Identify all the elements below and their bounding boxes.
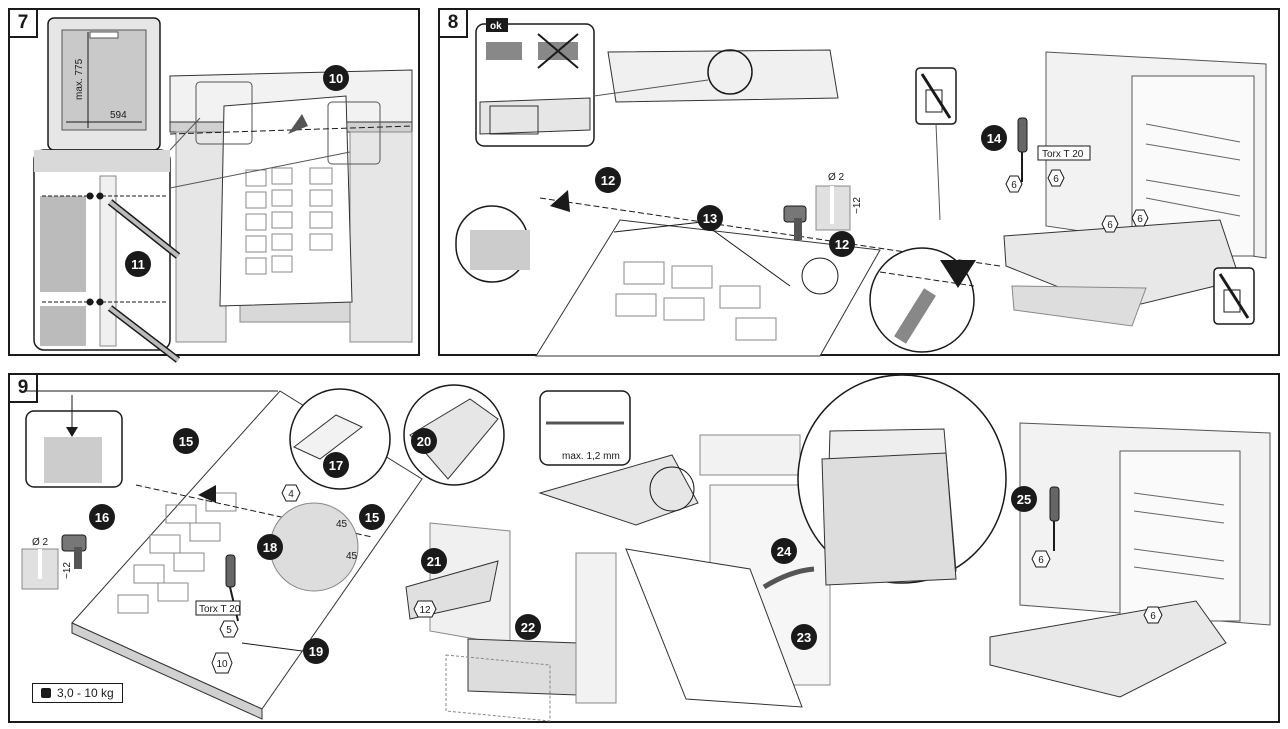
callout-18: 18: [257, 534, 283, 560]
callout-11: 11: [125, 251, 151, 277]
max-gap-label: max. 1,2 mm: [562, 451, 620, 462]
svg-text:22: 22: [521, 620, 535, 635]
callout-13: 13: [697, 205, 723, 231]
callout-15: 15: [173, 428, 199, 454]
callout-10: 10: [323, 65, 349, 91]
svg-text:23: 23: [797, 630, 811, 645]
svg-text:12: 12: [601, 173, 615, 188]
panel-step-8: 8 ok Ø 2 ~12: [438, 8, 1280, 357]
step-8-illustration: ok Ø 2 ~12: [455, 18, 1267, 357]
width-label: 594: [110, 110, 127, 121]
torx-label: Torx T 20: [199, 604, 241, 615]
step-number: 9: [8, 373, 38, 403]
svg-text:15: 15: [365, 510, 379, 525]
svg-text:16: 16: [95, 510, 109, 525]
svg-text:21: 21: [427, 554, 441, 569]
svg-text:15: 15: [179, 434, 193, 449]
step-7-illustration: max. 775 594: [33, 17, 413, 363]
max-height-label: max. 775: [74, 58, 85, 100]
step-9-illustration: 45 45 Ø 2 ~12 Torx T 20 4 5 10 15: [21, 374, 1271, 722]
svg-text:11: 11: [131, 257, 145, 272]
callout-23: 23: [791, 624, 817, 650]
screw-hex-6: 6: [1031, 550, 1051, 568]
svg-text:6: 6: [1038, 555, 1044, 566]
svg-text:5: 5: [226, 625, 232, 636]
callout-15: 15: [359, 504, 385, 530]
trash-bin-icon: [915, 67, 957, 125]
panel-step-7: 7 max. 775 594: [8, 8, 420, 363]
svg-text:20: 20: [417, 434, 431, 449]
weight-label: 3,0 - 10 kg: [32, 683, 123, 703]
svg-text:14: 14: [987, 131, 1002, 146]
svg-text:6: 6: [1011, 180, 1017, 191]
svg-text:6: 6: [1137, 214, 1143, 225]
svg-text:4: 4: [288, 489, 294, 500]
weight-icon: [41, 688, 51, 698]
callout-21: 21: [421, 548, 447, 574]
drill-depth: ~12: [62, 562, 73, 579]
svg-text:6: 6: [1107, 220, 1113, 231]
callout-20: 20: [411, 428, 437, 454]
callout-12: 12: [829, 231, 855, 257]
callout-25: 25: [1011, 486, 1037, 512]
screwdriver-icon: [1049, 486, 1060, 551]
drill-diameter: Ø 2: [32, 537, 49, 548]
weight-range: 3,0 - 10 kg: [57, 686, 114, 700]
screw-hex-4: 4: [281, 484, 301, 502]
screw-hex-10: 10: [211, 652, 233, 674]
callout-16: 16: [89, 504, 115, 530]
svg-text:18: 18: [263, 540, 277, 555]
step-number: 7: [8, 8, 38, 38]
drill-diameter: Ø 2: [828, 172, 845, 183]
screw-hex-6: 6: [1131, 209, 1149, 227]
trash-bin-icon: [1213, 267, 1255, 325]
callout-19: 19: [303, 638, 329, 664]
callout-14: 14: [981, 125, 1007, 151]
svg-text:6: 6: [1150, 611, 1156, 622]
step-number: 8: [438, 8, 468, 38]
callout-22: 22: [515, 614, 541, 640]
svg-text:25: 25: [1017, 492, 1031, 507]
screw-hex-6: 6: [1005, 175, 1023, 193]
screw-hex-5: 5: [219, 620, 239, 638]
drill-depth: ~12: [852, 197, 863, 214]
svg-text:6: 6: [1053, 174, 1059, 185]
svg-text:10: 10: [216, 659, 228, 670]
pencil-icon: [107, 305, 181, 363]
svg-text:10: 10: [329, 71, 343, 86]
panel-step-9: 9 45 45 Ø 2 ~12: [8, 373, 1280, 723]
callout-17: 17: [323, 452, 349, 478]
torx-label: Torx T 20: [1042, 149, 1084, 160]
screw-hex-12: 12: [413, 600, 437, 618]
callout-24: 24: [771, 538, 797, 564]
svg-text:17: 17: [329, 458, 343, 473]
angle-label: 45: [346, 551, 358, 562]
ok-label: ok: [490, 21, 502, 32]
screw-hex-6: 6: [1101, 215, 1119, 233]
drill-icon: [61, 534, 87, 569]
drill-icon: [783, 205, 807, 240]
svg-text:19: 19: [309, 644, 323, 659]
screwdriver-icon: [1017, 117, 1028, 182]
angle-label: 45: [336, 519, 348, 530]
svg-text:24: 24: [777, 544, 792, 559]
screw-hex-6: 6: [1143, 606, 1163, 624]
svg-text:12: 12: [835, 237, 849, 252]
svg-text:13: 13: [703, 211, 717, 226]
callout-12: 12: [595, 167, 621, 193]
pencil-icon: [107, 199, 181, 259]
screw-hex-6: 6: [1047, 169, 1065, 187]
svg-text:12: 12: [419, 605, 431, 616]
